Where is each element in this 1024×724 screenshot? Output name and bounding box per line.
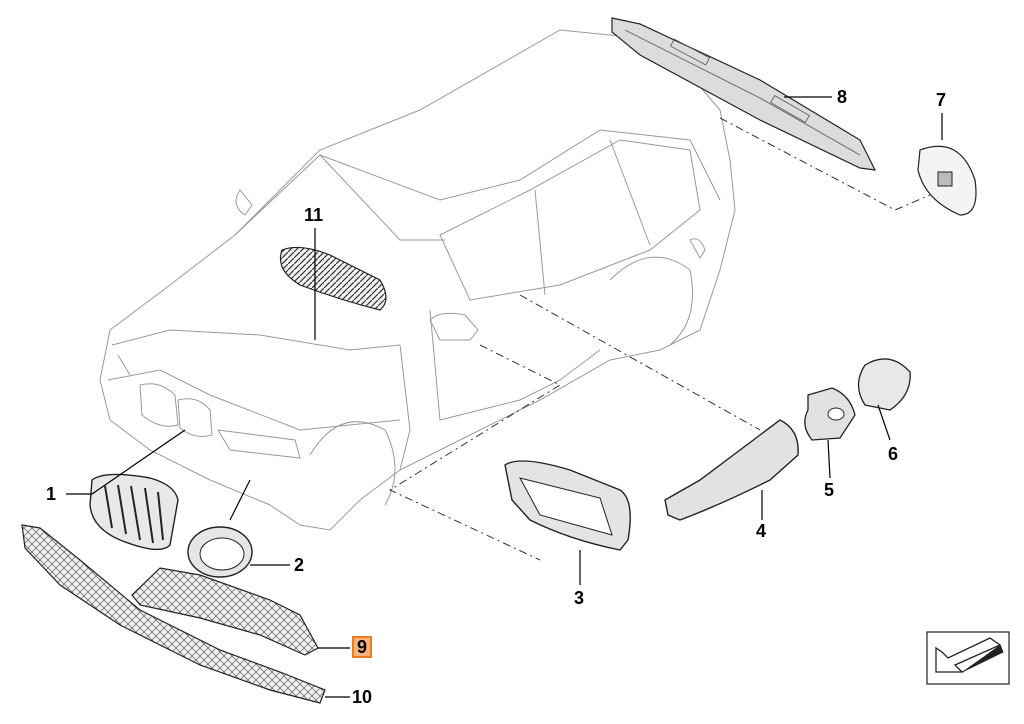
callout-4[interactable]: 4 bbox=[756, 521, 767, 541]
callout-7[interactable]: 7 bbox=[936, 90, 947, 110]
leader-lines bbox=[66, 96, 943, 698]
callout-9-highlighted[interactable]: 9 bbox=[352, 636, 373, 658]
callout-10[interactable]: 10 bbox=[352, 687, 373, 707]
part-1-kidney-grille[interactable] bbox=[89, 473, 179, 551]
callout-5[interactable]: 5 bbox=[824, 480, 835, 500]
part-2-fog-light-ring[interactable] bbox=[187, 526, 253, 578]
callout-1[interactable]: 1 bbox=[46, 484, 57, 504]
callout-11[interactable]: 11 bbox=[304, 205, 324, 225]
part-7-rear-emblem-cover[interactable] bbox=[917, 145, 977, 216]
part-4-door-handle[interactable] bbox=[664, 419, 799, 521]
part-10-bumper-mesh[interactable] bbox=[21, 524, 326, 704]
part-3-frame-bracket[interactable] bbox=[504, 460, 631, 551]
part-11-hood-grille[interactable] bbox=[279, 246, 387, 311]
callout-8[interactable]: 8 bbox=[837, 87, 848, 107]
assembly-lines bbox=[388, 117, 931, 561]
callout-2[interactable]: 2 bbox=[294, 555, 305, 575]
callout-3[interactable]: 3 bbox=[574, 588, 585, 608]
callout-6[interactable]: 6 bbox=[888, 444, 899, 464]
car-outline bbox=[99, 29, 736, 531]
part-5-handle-cap[interactable] bbox=[804, 387, 856, 441]
arrow-indicator-icon bbox=[926, 631, 1010, 685]
part-8-tailgate-strip[interactable] bbox=[611, 17, 877, 171]
part-6-mirror-cap[interactable] bbox=[857, 358, 911, 411]
